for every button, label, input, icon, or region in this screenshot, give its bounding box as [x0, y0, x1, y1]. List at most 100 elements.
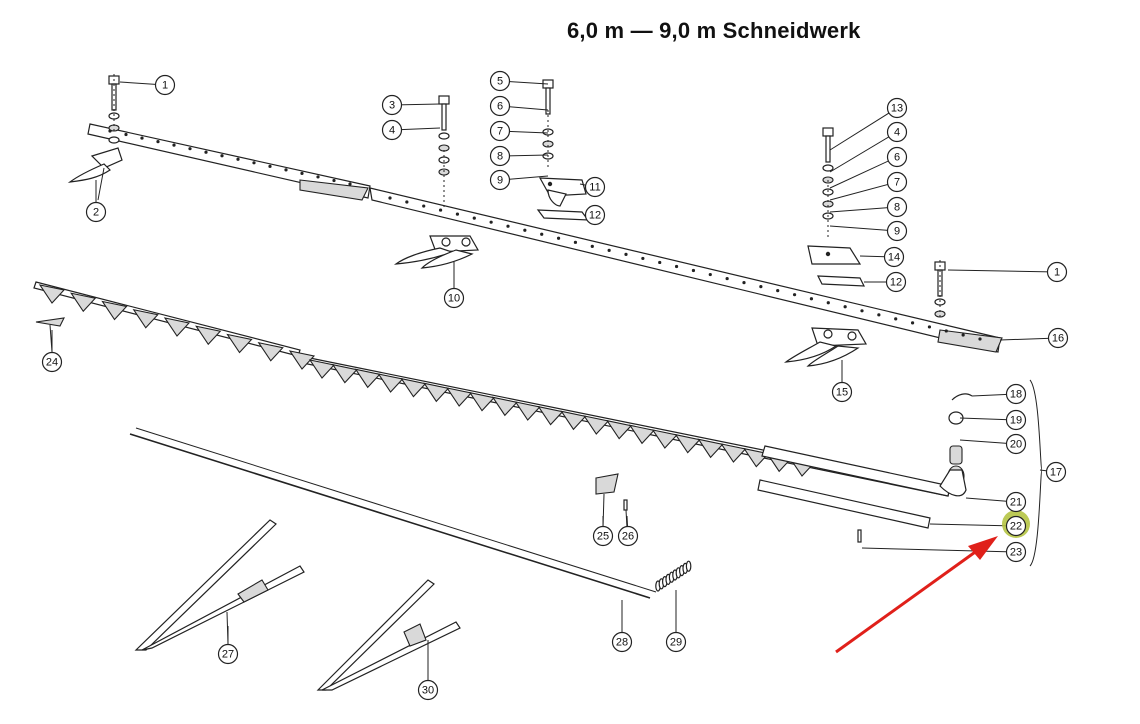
svg-text:10: 10	[448, 293, 460, 305]
group-bracket-17	[1029, 379, 1043, 567]
callout-25: 25	[592, 525, 614, 547]
callout-4: 4	[381, 119, 403, 141]
finger-bar-left	[87, 123, 371, 201]
finger-guard-10	[393, 235, 480, 269]
spring-29	[655, 560, 692, 630]
callout-9: 9	[886, 220, 908, 242]
svg-text:9: 9	[497, 175, 503, 187]
svg-text:3: 3	[389, 100, 395, 112]
callout-26: 26	[617, 525, 639, 547]
svg-text:4: 4	[894, 127, 900, 139]
svg-text:15: 15	[836, 387, 848, 399]
callout-29: 29	[665, 631, 687, 653]
svg-text:12: 12	[890, 277, 902, 289]
svg-text:17: 17	[1050, 467, 1062, 479]
callout-22: 22	[1005, 515, 1027, 537]
svg-text:24: 24	[46, 357, 58, 369]
page-title: 6,0 m — 9,0 m Schneidwerk	[567, 18, 861, 43]
callout-27: 27	[217, 643, 239, 665]
svg-text:20: 20	[1010, 439, 1022, 451]
finger-guard-2	[67, 147, 123, 201]
callout-10: 10	[443, 287, 465, 309]
callout-18: 18	[1005, 383, 1027, 405]
callout-30: 30	[417, 679, 439, 701]
svg-text:21: 21	[1010, 497, 1022, 509]
svg-text:7: 7	[894, 177, 900, 189]
svg-text:29: 29	[670, 637, 682, 649]
svg-text:1: 1	[162, 80, 168, 92]
callout-7: 7	[886, 171, 908, 193]
callout-15: 15	[831, 381, 853, 403]
callout-8: 8	[489, 145, 511, 167]
svg-text:7: 7	[497, 126, 503, 138]
svg-text:5: 5	[497, 76, 503, 88]
svg-text:8: 8	[497, 151, 503, 163]
callout-1: 1	[154, 74, 176, 96]
svg-text:9: 9	[894, 226, 900, 238]
callout-12: 12	[584, 204, 606, 226]
callout-7: 7	[489, 120, 511, 142]
svg-text:11: 11	[589, 182, 600, 194]
svg-text:23: 23	[1010, 547, 1022, 559]
callout-13: 13	[886, 97, 908, 119]
svg-text:19: 19	[1010, 415, 1022, 427]
knife-back-bar	[757, 445, 951, 529]
svg-text:12: 12	[589, 210, 601, 222]
callout-6: 6	[489, 95, 511, 117]
callout-numbers: 1234567891011121346789141211516171819202…	[41, 70, 1069, 701]
callout-20: 20	[1005, 433, 1027, 455]
hardware-stacks	[108, 74, 946, 320]
knife-head-21	[939, 393, 973, 497]
callout-14: 14	[883, 246, 905, 268]
callout-17: 17	[1045, 461, 1067, 483]
callout-19: 19	[1005, 409, 1027, 431]
hold-down-clip-14	[807, 245, 862, 265]
crop-divider-27	[134, 519, 305, 651]
svg-text:6: 6	[497, 101, 503, 113]
finger-bar-main	[369, 187, 1003, 353]
callout-12: 12	[885, 271, 907, 293]
callout-24: 24	[41, 351, 63, 373]
svg-text:2: 2	[93, 207, 99, 219]
svg-text:18: 18	[1010, 389, 1022, 401]
red-pointer-arrow	[835, 536, 998, 654]
callout-16: 16	[1047, 327, 1069, 349]
finger-guard-15	[783, 327, 868, 367]
leader-lines	[51, 80, 1059, 690]
callout-5: 5	[489, 70, 511, 92]
callout-9: 9	[489, 169, 511, 191]
shim-plate-12b	[817, 275, 865, 287]
svg-text:13: 13	[891, 103, 903, 115]
svg-text:28: 28	[616, 637, 628, 649]
knife-section-25	[595, 473, 619, 529]
svg-text:14: 14	[888, 252, 900, 264]
callout-6: 6	[886, 146, 908, 168]
callout-11: 11	[584, 176, 606, 198]
callout-21: 21	[1005, 491, 1027, 513]
rivet-23	[857, 529, 862, 543]
svg-text:8: 8	[894, 202, 900, 214]
svg-text:25: 25	[597, 531, 609, 543]
crop-divider-30	[316, 579, 461, 691]
svg-text:30: 30	[422, 685, 434, 697]
svg-text:27: 27	[222, 649, 234, 661]
svg-text:26: 26	[622, 531, 634, 543]
svg-text:1: 1	[1054, 267, 1060, 279]
svg-text:22: 22	[1010, 521, 1022, 533]
rivet-26	[623, 499, 628, 529]
shim-plate-12a	[536, 209, 590, 221]
svg-text:16: 16	[1052, 333, 1064, 345]
knife-section-24	[35, 317, 65, 353]
callout-1: 1	[1046, 261, 1068, 283]
rod-28	[129, 427, 657, 632]
hold-down-clip-11	[538, 177, 587, 207]
callout-2: 2	[85, 201, 107, 223]
callout-23: 23	[1005, 541, 1027, 563]
callout-28: 28	[611, 631, 633, 653]
callout-4: 4	[886, 121, 908, 143]
callout-3: 3	[381, 94, 403, 116]
svg-text:4: 4	[389, 125, 395, 137]
callout-8: 8	[886, 196, 908, 218]
